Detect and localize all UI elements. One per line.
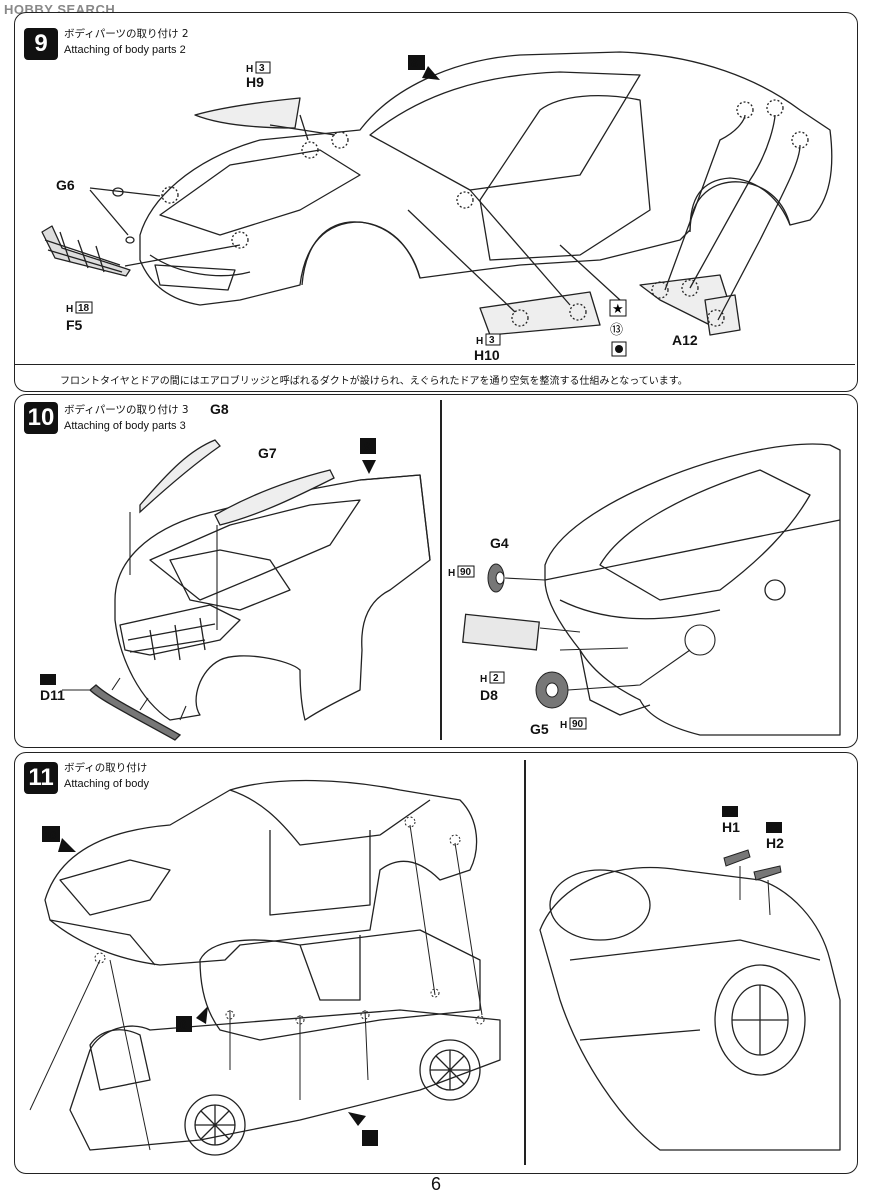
star-icon: ★ xyxy=(612,302,624,317)
step-9-note-rule xyxy=(15,364,855,365)
g5-code: 90 xyxy=(572,719,584,730)
d8-prefix: H xyxy=(480,674,487,685)
step-10-divider xyxy=(440,400,442,740)
label-g5: G5 xyxy=(530,721,549,737)
h1-code: 92 xyxy=(724,807,736,818)
label-h10: H10 xyxy=(474,347,500,363)
step-9-number: 9 xyxy=(24,28,58,60)
label-h2: H2 xyxy=(766,835,784,851)
step-11-divider xyxy=(524,760,526,1165)
step-9-note: フロントタイヤとドアの間にはエアロブリッジと呼ばれるダクトが設けられ、えぐられた… xyxy=(60,376,688,387)
h2-code: 92 xyxy=(768,823,780,834)
label-g8: G8 xyxy=(210,401,229,417)
label-d11: D11 xyxy=(40,687,65,703)
part-h1 xyxy=(723,849,751,867)
part-g4 xyxy=(487,563,505,593)
page-number: 6 xyxy=(430,1174,441,1194)
h9-code: 3 xyxy=(259,63,265,74)
label-f5: F5 xyxy=(66,317,83,333)
label-a12: A12 xyxy=(672,332,698,348)
step-9-title-jp: ボディパーツの取り付け 2 xyxy=(64,28,189,40)
step-11-panel xyxy=(14,752,858,1174)
step-11-title-en: Attaching of body xyxy=(64,778,150,790)
step-9-title-en: Attaching of body parts 2 xyxy=(64,44,186,56)
label-d8: D8 xyxy=(480,687,498,703)
d11-code: 92 xyxy=(42,675,54,686)
label-g4: G4 xyxy=(490,535,509,551)
h10-prefix: H xyxy=(476,336,483,347)
g5-prefix: H xyxy=(560,720,567,731)
step-10-panel xyxy=(14,394,858,748)
part-h9 xyxy=(194,97,301,129)
part-g7 xyxy=(214,469,335,526)
step-9-ref-8: 8 xyxy=(411,56,418,70)
part-f5 xyxy=(41,225,131,277)
step-9-car-body xyxy=(139,51,833,306)
part-a12 xyxy=(639,274,741,336)
label-g7: G7 xyxy=(258,445,277,461)
step-11-ref-10: 10 xyxy=(44,830,56,842)
f5-code: 18 xyxy=(78,303,90,314)
step-11-title-jp: ボディの取り付け xyxy=(64,762,148,774)
d8-code: 2 xyxy=(493,673,499,684)
step-11-body-assembly xyxy=(44,779,501,1156)
label-h1: H1 xyxy=(722,819,740,835)
step-10-front-view xyxy=(114,474,431,721)
paint-number: ⑬ xyxy=(610,323,623,338)
step-11-ref-4: 4 xyxy=(366,1132,373,1146)
part-g8 xyxy=(139,439,221,514)
g4-prefix: H xyxy=(448,568,455,579)
paint-chip-icon xyxy=(615,345,623,353)
h10-code: 3 xyxy=(489,335,495,346)
label-h9: H9 xyxy=(246,74,264,90)
step-10-title-en: Attaching of body parts 3 xyxy=(64,420,186,432)
h9-prefix: H xyxy=(246,64,253,75)
step-11-ref-6: 6 xyxy=(180,1018,187,1032)
step-11-number: 11 xyxy=(24,762,58,794)
step-10-ref-9: 9 xyxy=(364,440,371,454)
label-g6: G6 xyxy=(56,177,75,193)
part-d8 xyxy=(462,613,540,651)
part-d11 xyxy=(89,684,182,741)
part-g5 xyxy=(535,671,569,709)
f5-prefix: H xyxy=(66,304,73,315)
part-h10 xyxy=(479,291,601,336)
step-11-underside-view xyxy=(539,866,841,1151)
g4-code: 90 xyxy=(460,567,472,578)
part-h2 xyxy=(753,865,782,881)
step-10-number: 10 xyxy=(24,402,58,434)
step-10-rear-view xyxy=(544,443,841,736)
step-10-title-jp: ボディパーツの取り付け 3 xyxy=(64,404,189,416)
